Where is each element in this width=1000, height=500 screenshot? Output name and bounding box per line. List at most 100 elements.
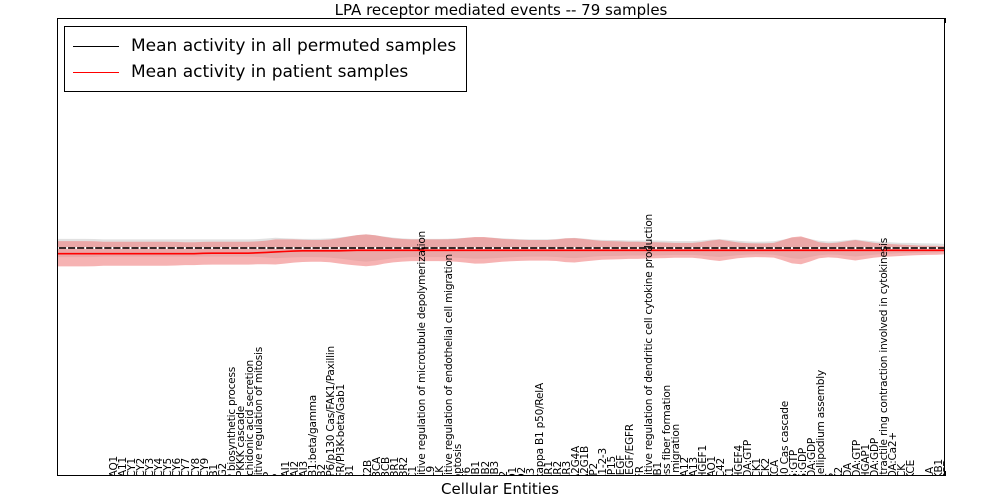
series-marker [546, 246, 549, 250]
series-marker [627, 246, 630, 250]
legend-label-patient: Mean activity in patient samples [131, 62, 409, 82]
series-marker [745, 246, 748, 250]
series-marker [346, 246, 350, 250]
series-marker [174, 246, 177, 250]
series-marker [500, 246, 504, 250]
series-marker [609, 246, 612, 250]
series-marker [247, 246, 250, 250]
series-marker [93, 246, 96, 250]
series-marker [84, 246, 87, 250]
series-marker [555, 246, 558, 250]
series-marker [446, 246, 449, 250]
legend-label-permuted: Mean activity in all permuted samples [131, 36, 457, 56]
series-marker [935, 246, 939, 250]
series-marker [727, 246, 730, 250]
series-marker [455, 246, 458, 250]
series-marker [682, 246, 685, 250]
series-marker [528, 246, 531, 250]
series-marker [337, 246, 340, 250]
series-marker [654, 246, 658, 250]
series-marker [664, 246, 667, 250]
series-marker [374, 246, 377, 250]
series-marker [301, 246, 304, 250]
series-marker [283, 246, 286, 250]
series-marker [364, 246, 368, 250]
series-marker [600, 246, 603, 250]
x-tick-mark [945, 471, 946, 476]
series-marker [383, 246, 386, 250]
series-marker [192, 246, 196, 250]
series-marker [129, 246, 132, 250]
series-marker [319, 246, 322, 250]
series-marker [763, 246, 766, 250]
series-marker [238, 246, 241, 250]
series-marker [700, 246, 703, 250]
series-marker [509, 246, 513, 250]
series-marker [673, 246, 676, 250]
series-marker [464, 246, 467, 250]
series-marker [908, 246, 911, 250]
series-marker [872, 246, 875, 250]
series-marker [401, 246, 404, 250]
legend-line-red-icon [73, 71, 119, 73]
series-marker [265, 246, 268, 250]
series-marker [591, 246, 594, 250]
series-marker [736, 246, 739, 250]
series-marker [355, 246, 359, 250]
series-plot [58, 234, 944, 267]
series-marker [147, 246, 150, 250]
series-marker [111, 246, 114, 250]
series-marker [410, 246, 413, 250]
series-marker [917, 246, 920, 250]
series-marker [881, 246, 884, 250]
chart-legend: Mean activity in all permuted samples Me… [64, 26, 468, 92]
series-marker [636, 246, 640, 250]
series-marker [836, 246, 839, 250]
series-marker [210, 246, 214, 250]
x-axis-title: Cellular Entities [441, 480, 559, 498]
series-marker [156, 246, 159, 250]
series-marker [392, 246, 395, 250]
series-marker [310, 246, 313, 250]
legend-line-black-icon [73, 45, 119, 47]
series-marker [827, 246, 830, 250]
series-marker [582, 246, 585, 250]
series-marker [220, 246, 223, 250]
series-marker [845, 246, 848, 250]
chart-title: LPA receptor mediated events -- 79 sampl… [334, 1, 668, 19]
series-marker [890, 246, 893, 250]
series-marker [899, 246, 902, 250]
series-marker [818, 246, 821, 250]
series-marker [491, 246, 495, 250]
series-marker [428, 246, 431, 250]
series-marker [691, 246, 694, 250]
x-tick-label: JUN [914, 475, 926, 476]
series-marker [863, 246, 866, 250]
series-marker [328, 246, 331, 250]
series-marker [808, 246, 812, 250]
series-marker [519, 246, 522, 250]
series-marker [201, 246, 205, 250]
series-marker [65, 246, 69, 250]
series-marker [437, 246, 440, 250]
series-marker [799, 246, 803, 250]
series-marker [138, 246, 141, 250]
series-marker [165, 246, 168, 250]
series-marker [618, 246, 621, 250]
x-tick-label: LYN [353, 475, 365, 476]
series-line-patient [58, 249, 944, 255]
series-marker [183, 246, 186, 250]
series-marker [120, 246, 123, 250]
series-marker [709, 246, 712, 250]
series-marker [292, 246, 295, 250]
series-marker [754, 246, 757, 250]
legend-item-patient: Mean activity in patient samples [73, 59, 456, 85]
series-marker [537, 246, 540, 250]
series-marker [781, 246, 785, 250]
series-marker [75, 246, 78, 250]
series-marker [229, 246, 232, 250]
series-marker [926, 246, 929, 250]
series-marker [482, 246, 485, 250]
